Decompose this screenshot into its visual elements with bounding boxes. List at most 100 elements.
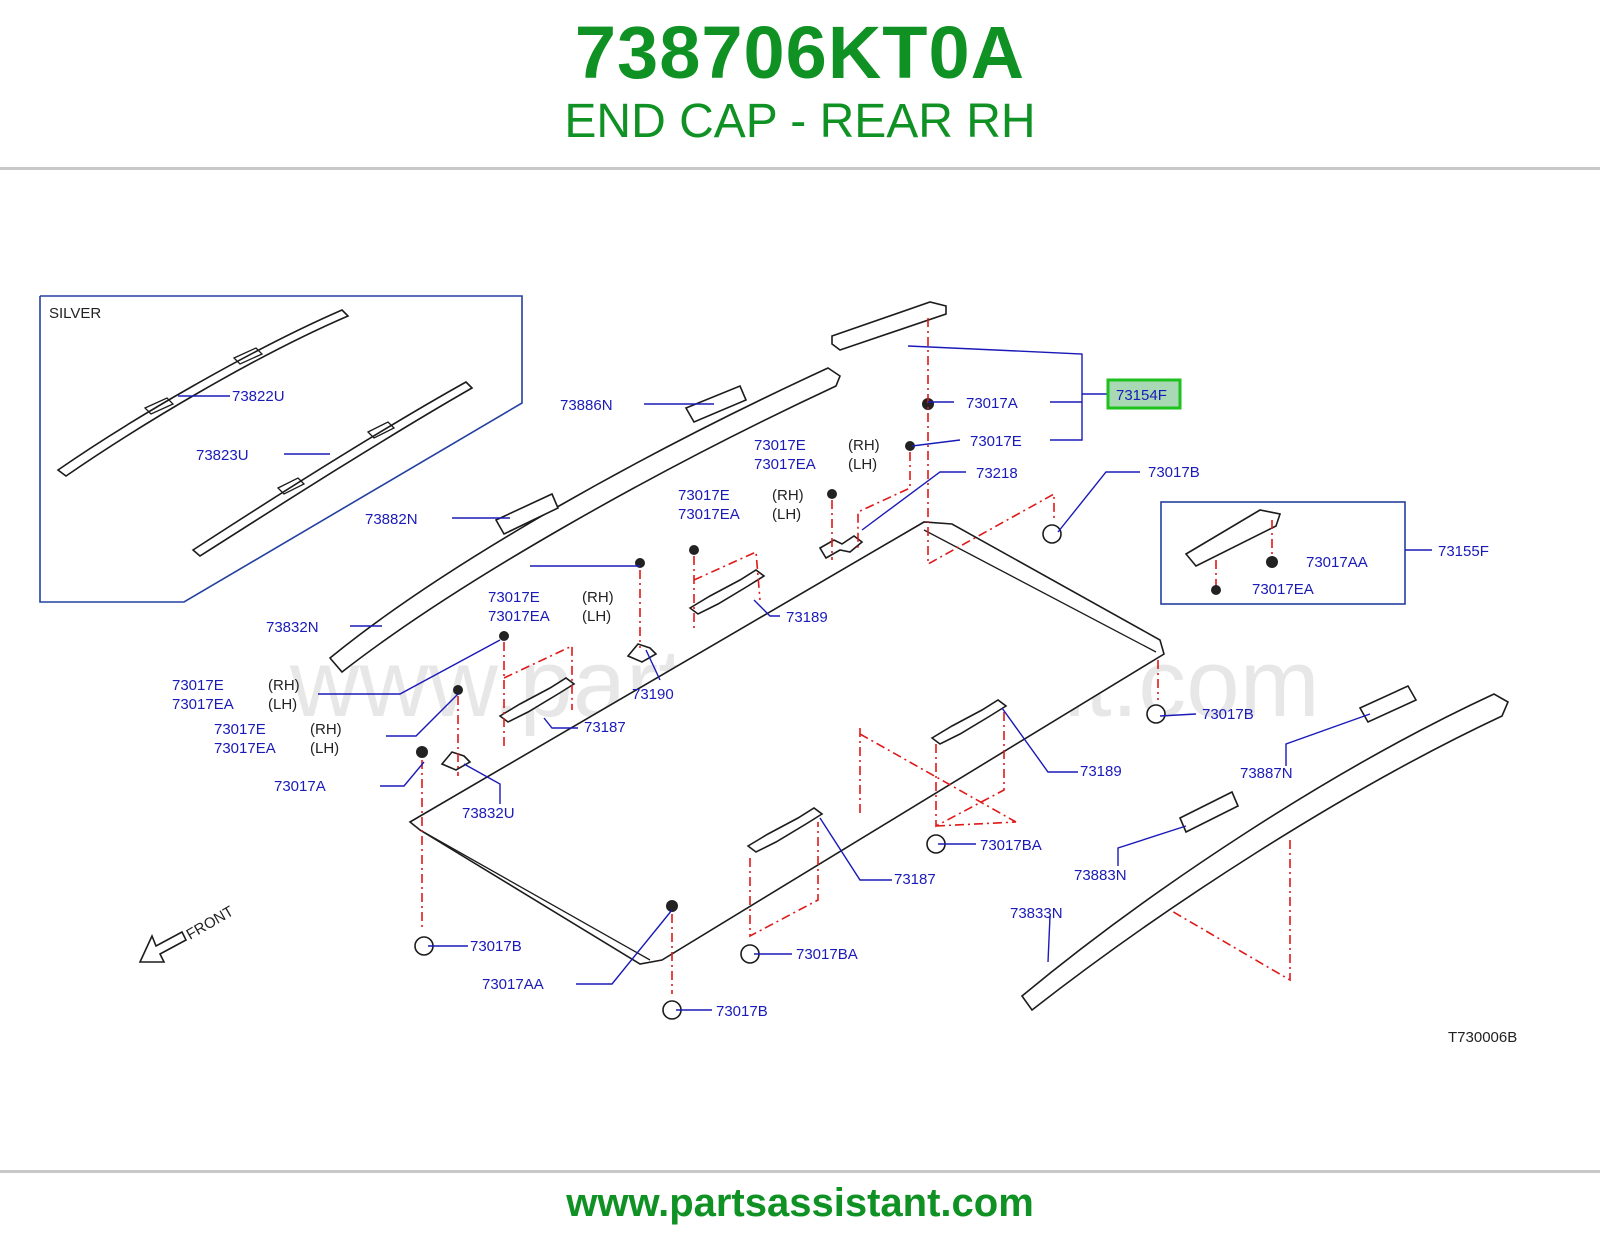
clip-73017aa-box-icon bbox=[1266, 556, 1278, 568]
footer-url-link[interactable]: www.partsassistant.com bbox=[566, 1181, 1034, 1225]
clip-73017e-d-icon bbox=[499, 631, 509, 641]
label-lh-c: (LH) bbox=[582, 608, 611, 625]
label-73017ea-b: 73017EA bbox=[678, 506, 740, 523]
bracket-73189-right-shape bbox=[930, 699, 1008, 745]
label-73017ba-right: 73017BA bbox=[980, 837, 1042, 854]
label-73833n: 73833N bbox=[1010, 905, 1063, 922]
label-73887n: 73887N bbox=[1240, 765, 1293, 782]
label-73187-left: 73187 bbox=[584, 719, 626, 736]
label-73017e-e: 73017E bbox=[214, 721, 266, 738]
label-73017e-top: 73017E bbox=[970, 433, 1022, 450]
silver-label: SILVER bbox=[49, 305, 101, 322]
leader-line bbox=[380, 761, 425, 787]
bracket-73189-top-shape bbox=[688, 569, 766, 615]
endcap-73883n-shape bbox=[1178, 790, 1240, 834]
label-73886n: 73886N bbox=[560, 397, 613, 414]
leader-line bbox=[386, 693, 459, 737]
leader-line bbox=[1285, 713, 1371, 766]
leader-line bbox=[1047, 915, 1051, 963]
label-73189-top: 73189 bbox=[786, 609, 828, 626]
label-rh-a: (RH) bbox=[848, 437, 880, 454]
label-73832n: 73832N bbox=[266, 619, 319, 636]
leader-line bbox=[753, 599, 780, 617]
endcap-73154f-shape bbox=[831, 301, 947, 351]
header-divider bbox=[0, 167, 1600, 170]
alignment-line bbox=[503, 642, 573, 746]
label-73189-right: 73189 bbox=[1080, 763, 1122, 780]
front-label: FRONT bbox=[184, 903, 237, 944]
footer-divider bbox=[0, 1170, 1600, 1173]
bracket-73218-shape bbox=[818, 535, 864, 560]
alignment-line bbox=[693, 550, 761, 630]
clip-73017e-e-icon bbox=[453, 685, 463, 695]
rail-73822u-shape bbox=[56, 309, 350, 477]
leader-line bbox=[1001, 707, 1078, 773]
label-73882n: 73882N bbox=[365, 511, 418, 528]
label-73017b-left: 73017B bbox=[470, 938, 522, 955]
silver-inset-box bbox=[39, 295, 523, 603]
label-73017b-bottom: 73017B bbox=[716, 1003, 768, 1020]
leader-line bbox=[1159, 713, 1197, 717]
front-arrow-icon bbox=[138, 930, 188, 963]
rail-73822u-slot bbox=[143, 347, 264, 415]
label-lh-b: (LH) bbox=[772, 506, 801, 523]
label-73017a-left: 73017A bbox=[274, 778, 326, 795]
grommet-73017b-right-icon bbox=[1146, 704, 1166, 724]
bracket-73832u-shape bbox=[440, 751, 472, 771]
label-73823u: 73823U bbox=[196, 447, 249, 464]
label-rh-b: (RH) bbox=[772, 487, 804, 504]
clip-73017e-a-icon bbox=[827, 489, 837, 499]
rail-73833n-shape bbox=[1020, 693, 1510, 1012]
clip-73017e-top-icon bbox=[905, 441, 915, 451]
label-73017ea-c: 73017EA bbox=[488, 608, 550, 625]
label-73017e-b: 73017E bbox=[678, 487, 730, 504]
label-73017e-a: 73017E bbox=[754, 437, 806, 454]
leader-line bbox=[907, 345, 1108, 441]
leader-line bbox=[1057, 471, 1140, 533]
rail-73823u-slot bbox=[276, 421, 396, 495]
label-rh-d: (RH) bbox=[268, 677, 300, 694]
label-73017b-right: 73017B bbox=[1202, 706, 1254, 723]
leader-line bbox=[318, 639, 501, 695]
label-73017ea-box: 73017EA bbox=[1252, 581, 1314, 598]
rail-73832n-shape bbox=[328, 367, 841, 674]
highlight-73154f-label[interactable]: 73154F bbox=[1116, 387, 1167, 404]
highlight-73154f-box[interactable] bbox=[1106, 378, 1182, 410]
alignment-line bbox=[1169, 840, 1291, 982]
leader-line bbox=[819, 817, 892, 881]
diagram-code: T730006B bbox=[1448, 1029, 1517, 1046]
leader-line bbox=[543, 717, 578, 729]
label-lh-d: (LH) bbox=[268, 696, 297, 713]
rail-73823u-shape bbox=[191, 381, 474, 557]
label-73832u: 73832U bbox=[462, 805, 515, 822]
label-rh-e: (RH) bbox=[310, 721, 342, 738]
clip-73017e-b-icon bbox=[689, 545, 699, 555]
leader-line bbox=[911, 439, 961, 447]
label-73017e-d: 73017E bbox=[172, 677, 224, 694]
endcap-73886n-shape bbox=[684, 384, 748, 424]
label-73017aa-box: 73017AA bbox=[1306, 554, 1368, 571]
alignment-line bbox=[927, 318, 1055, 566]
clip-73017a-left-icon bbox=[416, 746, 428, 758]
label-73017ea-d: 73017EA bbox=[172, 696, 234, 713]
bracket-73187-left-shape bbox=[498, 677, 576, 723]
bracket-73187-right-shape bbox=[746, 807, 824, 853]
label-73017ba-bottom: 73017BA bbox=[796, 946, 858, 963]
leader-line bbox=[645, 649, 661, 681]
label-73017aa-bottom: 73017AA bbox=[482, 976, 544, 993]
label-73017b-top: 73017B bbox=[1148, 464, 1200, 481]
leader-line bbox=[576, 909, 673, 985]
alignment-line bbox=[859, 712, 1017, 828]
clip-73017ea-box-icon bbox=[1211, 585, 1221, 595]
label-73218: 73218 bbox=[976, 465, 1018, 482]
label-73883n: 73883N bbox=[1074, 867, 1127, 884]
part-description: END CAP - REAR RH bbox=[564, 95, 1036, 148]
alignment-line bbox=[749, 822, 819, 938]
roof-inner-edge bbox=[419, 529, 1157, 961]
alignment-line bbox=[831, 452, 911, 560]
endcap-73155f-shape bbox=[1184, 509, 1282, 567]
grommet-73017b-top-icon bbox=[1042, 524, 1062, 544]
label-73017a-top: 73017A bbox=[966, 395, 1018, 412]
roof-panel-shape bbox=[408, 521, 1165, 965]
